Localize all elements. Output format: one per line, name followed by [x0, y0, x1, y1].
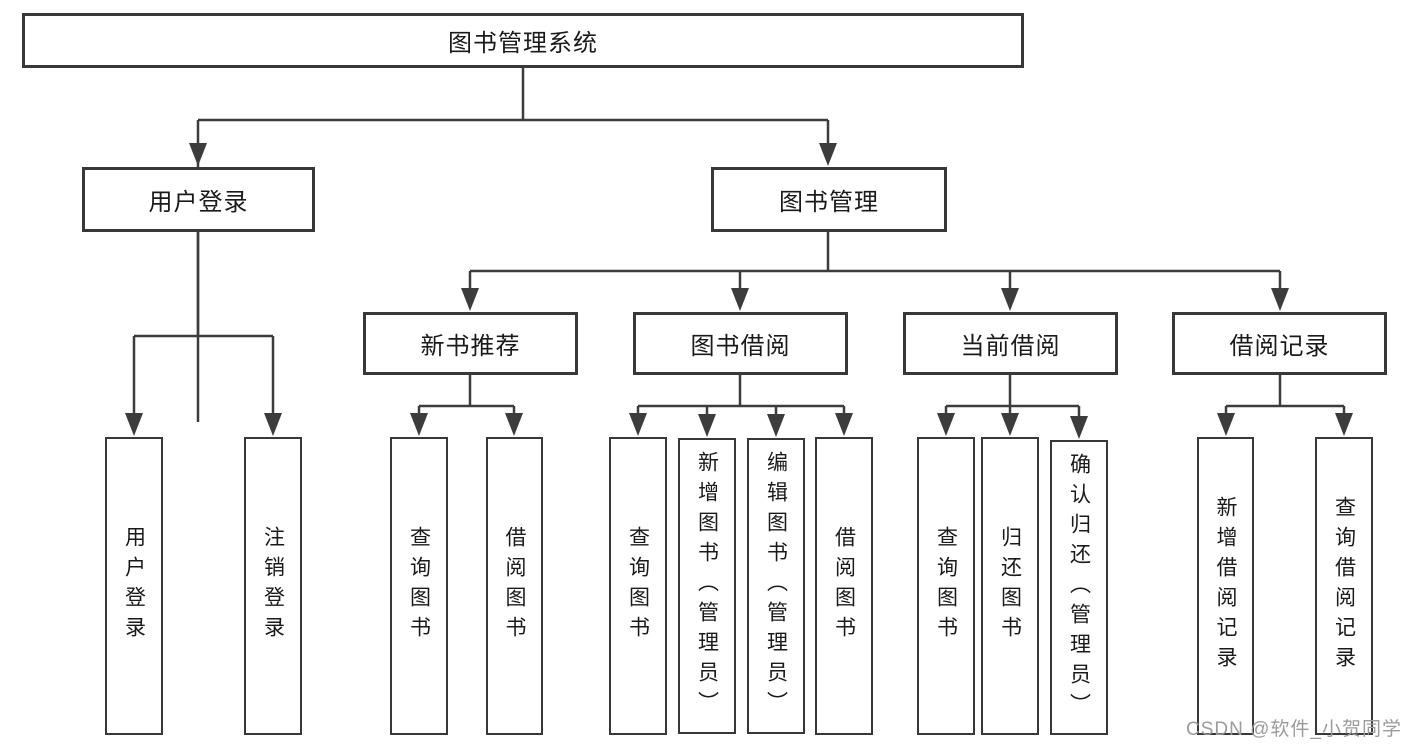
leaf-query-books-1: 查询图书 [390, 437, 448, 735]
arrow-down-icon [937, 413, 955, 436]
arrow-down-icons [125, 143, 1353, 439]
node-current-borrow: 当前借阅 [903, 312, 1118, 375]
leaf-add-borrow-record: 新增借阅记录 [1197, 437, 1254, 735]
arrow-down-icon [698, 414, 716, 437]
arrow-down-icon [1070, 416, 1088, 439]
watermark-text: CSDN @软件_小贺同学 [1186, 719, 1402, 740]
leaf-logout: 注销登录 [244, 437, 302, 735]
arrow-down-icon [1335, 413, 1353, 436]
arrow-down-icon [505, 413, 523, 436]
tree-edges [132, 68, 1346, 431]
node-new-book-recommend: 新书推荐 [363, 312, 578, 375]
arrow-down-icon [461, 288, 479, 311]
arrow-down-icon [125, 413, 143, 436]
leaf-query-books-2: 查询图书 [609, 437, 667, 735]
leaf-borrow-books-1: 借阅图书 [486, 437, 543, 735]
node-library-system: 图书管理系统 [22, 13, 1024, 68]
leaf-return-book: 归还图书 [981, 437, 1039, 735]
arrow-down-icon [1001, 288, 1019, 311]
leaf-add-book-admin: 新增图书（管理员） [678, 438, 736, 734]
node-user-login: 用户登录 [82, 167, 315, 232]
leaf-borrow-books-2: 借阅图书 [815, 437, 873, 735]
arrow-down-icon [1217, 413, 1235, 436]
arrow-down-icon [819, 143, 837, 166]
node-book-borrow: 图书借阅 [633, 312, 848, 375]
leaf-query-books-3: 查询图书 [917, 437, 975, 735]
node-borrow-records: 借阅记录 [1172, 312, 1387, 375]
arrow-down-icon [264, 413, 282, 436]
node-book-management: 图书管理 [711, 167, 947, 232]
arrow-down-icon [1271, 288, 1289, 311]
leaf-edit-book-admin: 编辑图书（管理员） [747, 438, 805, 734]
leaf-user-login: 用户登录 [105, 437, 163, 735]
arrow-down-icon [189, 143, 207, 166]
leaf-query-borrow-record: 查询借阅记录 [1315, 437, 1373, 735]
arrow-down-icon [410, 413, 428, 436]
arrow-down-icon [629, 413, 647, 436]
arrow-down-icon [1001, 413, 1019, 436]
arrow-down-icon [835, 413, 853, 436]
arrow-down-icon [767, 414, 785, 437]
arrow-down-icon [731, 288, 749, 311]
leaf-confirm-return-admin: 确认归还（管理员） [1050, 440, 1108, 735]
